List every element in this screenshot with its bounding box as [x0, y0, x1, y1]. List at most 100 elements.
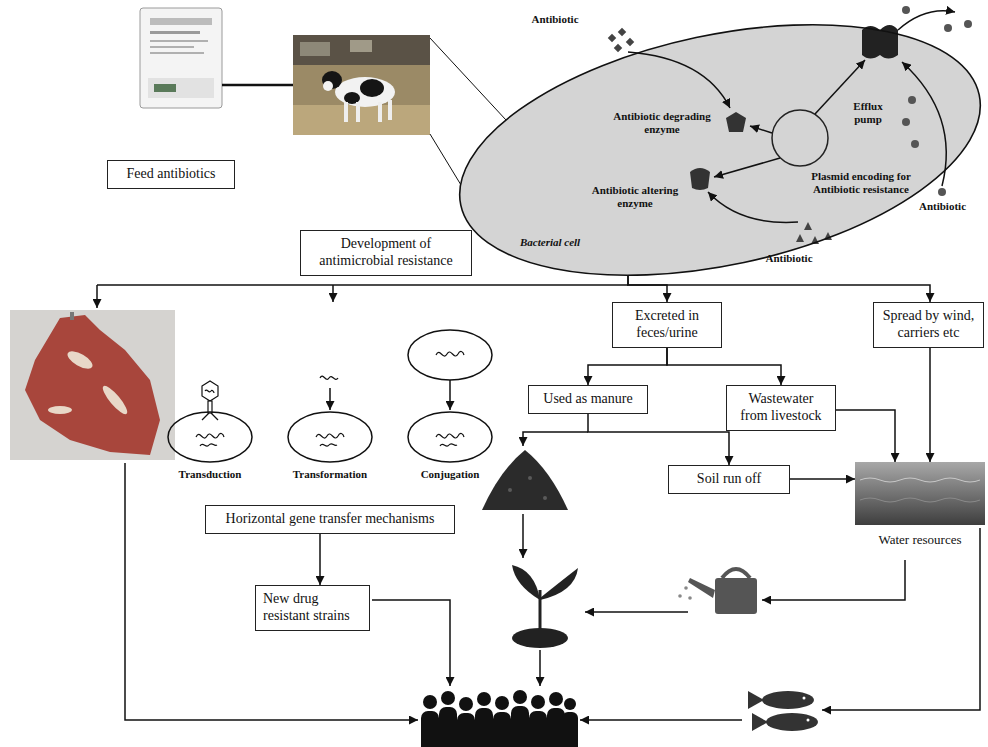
transduction-illustration: [202, 413, 209, 420]
resistance-mechanisms: [938, 188, 946, 196]
part-label: Plasmid encoding for Antibiotic resistan…: [800, 170, 922, 195]
process-box: Spread by wind, carriers etc: [873, 302, 984, 348]
node-label: Water resources: [855, 532, 985, 548]
resistance-mechanisms: [714, 158, 780, 177]
box-label: Soil run off: [676, 471, 782, 488]
people-crowd: [459, 697, 473, 711]
connector-line: [222, 84, 293, 87]
box-label: Used as manure: [536, 391, 640, 408]
resistance-mechanisms: [911, 140, 919, 148]
fish-icon: [748, 691, 764, 709]
transduction-illustration: [211, 413, 218, 420]
meat-photo: [70, 312, 74, 320]
transformation-illustration: [320, 376, 338, 379]
resistance-mechanisms: [908, 96, 916, 104]
part-label: Antibiotic: [525, 13, 585, 26]
feed-bag-image: [150, 52, 204, 54]
resistance-mechanisms: [618, 28, 626, 36]
resistance-mechanisms: [608, 34, 616, 42]
zoom-line: [430, 38, 506, 120]
fish-icon: [807, 719, 810, 722]
box-label: Spread by wind, carriers etc: [881, 308, 976, 342]
process-box: Wastewater from livestock: [726, 385, 836, 431]
fish-icon: [748, 691, 818, 731]
soil-heap: [482, 450, 568, 510]
fish-icon: [752, 713, 768, 731]
bacterial-cell-body: [437, 0, 988, 318]
resistance-mechanisms: [726, 112, 746, 132]
resistance-mechanisms: [628, 52, 730, 108]
node-label: Conjugation: [406, 468, 494, 480]
conjugation-illustration: [408, 330, 492, 446]
resistance-mechanisms: [796, 234, 804, 242]
transformation-illustration: [316, 376, 344, 446]
water-image: [855, 462, 985, 525]
box-label: Wastewater from livestock: [734, 391, 828, 425]
cell-circle: Transformation: [286, 410, 374, 480]
people-crowd: [421, 711, 439, 747]
part-label: Efflux pump: [846, 100, 890, 125]
resistance-mechanisms: [772, 110, 828, 166]
feed-bag-image: [150, 46, 194, 48]
people-crowd: [513, 690, 527, 704]
node-label: Transduction: [166, 468, 254, 480]
people-crowd: [439, 707, 457, 747]
bacterial-cell: Bacterial cell: [460, 25, 980, 276]
process-box: Development of antimicrobial resistance: [300, 230, 472, 276]
plant-icon: [512, 565, 540, 600]
flow-arrow: [836, 410, 895, 462]
soil-heap: [482, 450, 568, 510]
watering-can-icon: [722, 569, 750, 578]
cell-circle-outline: [166, 410, 254, 464]
part-label: Antibiotic: [760, 252, 818, 265]
calf-photo: [293, 35, 430, 135]
conjugation-illustration: [436, 433, 464, 446]
people-crowd: [423, 695, 437, 709]
meat-photo: [48, 406, 72, 414]
soil-heap: [528, 476, 532, 480]
cell-circle: Conjugation: [406, 410, 494, 480]
part-label: Antibiotic degrading enzyme: [606, 110, 718, 135]
calf-photo: [378, 102, 382, 122]
feed-bag-image: [148, 78, 214, 98]
water-to-fish-arrow: [822, 528, 980, 710]
transduction-illustration: [196, 433, 224, 446]
flow-arrow: [588, 414, 729, 465]
feed-bag-image: [140, 8, 222, 108]
process-box: Used as manure: [528, 385, 648, 414]
feed-bag-image: [154, 84, 176, 92]
part-label: Antibiotic altering enzyme: [585, 184, 685, 209]
transduction-illustration: [208, 401, 212, 413]
transduction-illustration: [202, 381, 218, 401]
fish-icon: [762, 691, 814, 709]
spread-line: [96, 285, 98, 308]
flow-arrow: [628, 276, 930, 302]
part-label: Antibiotic altering enzyme: [585, 184, 685, 209]
part-label: Antibiotic: [915, 200, 970, 213]
resistance-mechanisms: [964, 20, 972, 28]
resistance-mechanisms: [804, 222, 812, 230]
transformation-illustration: [316, 433, 344, 446]
watering-can-icon: [678, 569, 757, 614]
feed-bag-image: [150, 18, 212, 25]
flow-arrow: [790, 478, 855, 480]
people-crowd: [529, 711, 547, 747]
conjugation-illustration: [436, 351, 464, 356]
strains-to-people-arrow: [372, 600, 450, 686]
calf-photo: [360, 79, 384, 97]
resistance-mechanisms: [902, 118, 910, 126]
people-crowd: [477, 692, 491, 706]
process-box: Excreted in feces/urine: [612, 302, 722, 348]
feed-bag-image: [150, 31, 200, 34]
soil-heap: [543, 496, 547, 500]
people-crowd: [531, 695, 545, 709]
can-to-plant-arrow: [585, 611, 688, 613]
meat-photo: [10, 310, 175, 460]
calf-photo: [293, 105, 430, 135]
calf-photo: [293, 35, 430, 65]
transduction-illustration: [196, 381, 224, 446]
cell-circle-outline: [286, 410, 374, 464]
